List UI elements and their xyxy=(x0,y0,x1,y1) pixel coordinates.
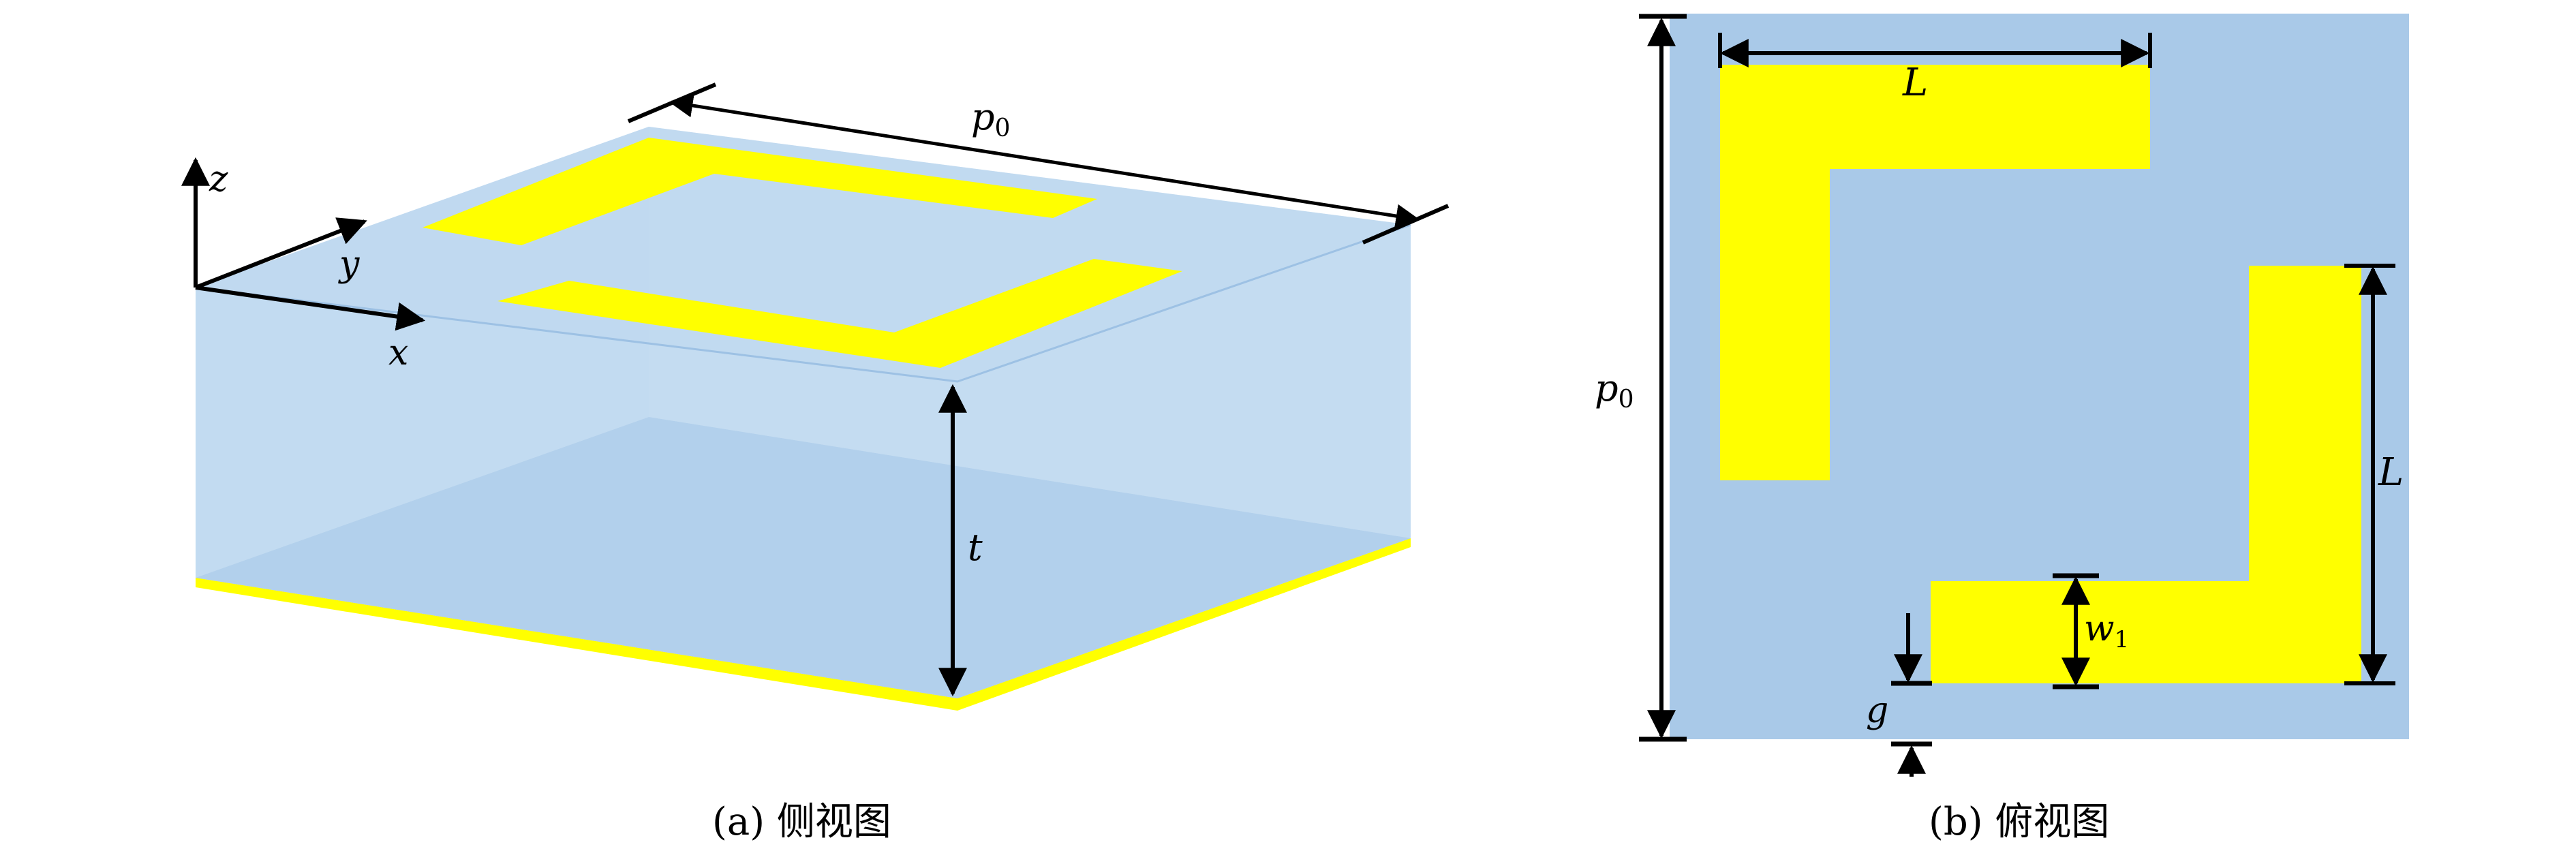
g-label: g xyxy=(1866,690,1888,731)
p0-dimension-line xyxy=(669,93,1420,228)
w1-label: w1 xyxy=(2084,608,2129,653)
t-label: t xyxy=(968,526,983,569)
metal-patch-lower xyxy=(497,259,1182,368)
p0-label-side: p0 xyxy=(971,95,1010,142)
metal-patch-upper xyxy=(423,138,1097,245)
p0-label-top: p0 xyxy=(1595,367,1634,414)
top-view-caption: (b) 俯视图 xyxy=(1929,800,2109,844)
x-axis xyxy=(195,285,426,331)
top-face-front-edge xyxy=(195,223,1411,383)
side-view-caption: (a) 侧视图 xyxy=(712,800,891,844)
x-axis-label: x xyxy=(388,332,408,373)
top-view-panel: L L p0 w1 g (b) 俯视图 xyxy=(1595,14,2409,844)
l-right-label: L xyxy=(2378,450,2404,495)
y-axis-label: y xyxy=(338,244,360,285)
y-axis xyxy=(194,217,367,290)
l-top-label: L xyxy=(1902,61,1928,105)
side-view-panel: z y x p0 t (a) 侧视图 xyxy=(181,82,1450,844)
metal-l-upper-left xyxy=(1720,65,2150,480)
ground-plane xyxy=(196,538,1411,711)
z-axis-label: z xyxy=(209,159,228,200)
substrate-front-face xyxy=(196,288,957,698)
metal-l-lower-right xyxy=(1931,266,2361,683)
